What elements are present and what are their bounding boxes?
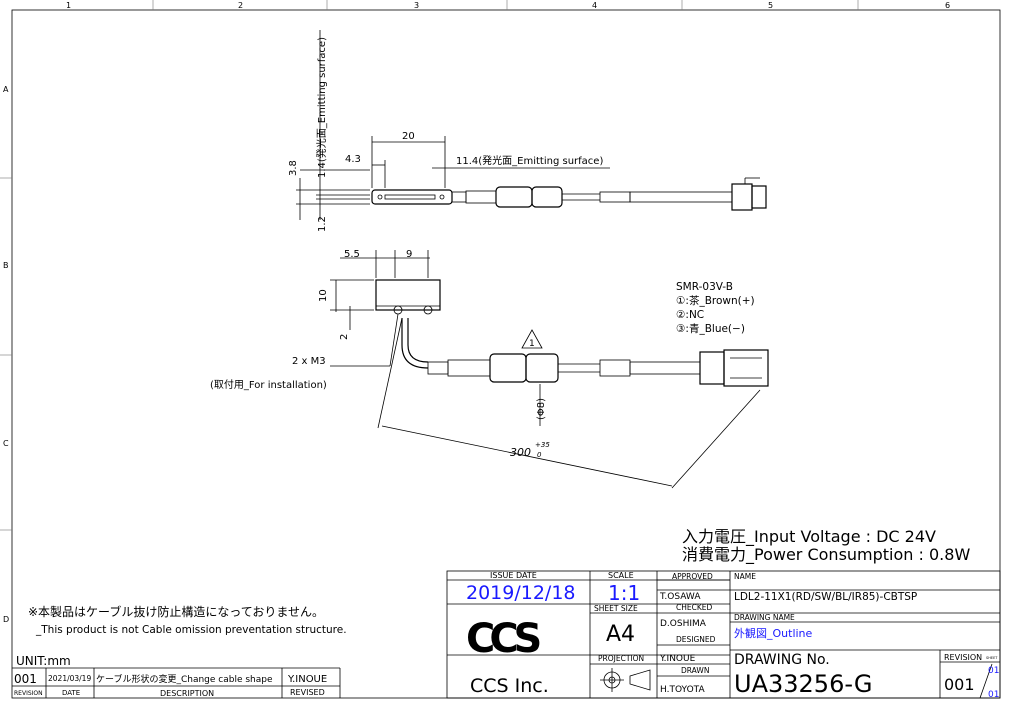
spec-voltage: 入力電圧_Input Voltage : DC 24V (682, 527, 936, 547)
row-label-a: A (3, 85, 9, 94)
company-name: CCS Inc. (470, 675, 549, 697)
note-en: _This product is not Cable omission prev… (35, 624, 347, 636)
drawn-label: DRAWN (681, 666, 709, 675)
dim-dia8: (Φ8) (536, 398, 547, 420)
checked-label: CHECKED (676, 603, 713, 612)
unit-label: UNIT:mm (16, 654, 71, 668)
sheet-small-label: SHEET (986, 656, 998, 660)
col-label-5: 5 (768, 1, 773, 10)
sheet-label: SHEET SIZE (594, 604, 638, 613)
drawing-name: 外観図_Outline (734, 626, 813, 640)
connector-side (731, 183, 753, 211)
name-label: NAME (734, 572, 756, 581)
sheet-total: 01 (988, 690, 999, 700)
drawn-name: H.TOYOTA (660, 685, 705, 695)
rev-head-rev: REVISION (14, 690, 43, 697)
scale-label: SCALE (608, 571, 634, 580)
dim-20: 20 (402, 131, 415, 142)
dim-5-5: 5.5 (344, 249, 360, 260)
rev-row-rev: 001 (14, 672, 37, 686)
col-label-4: 4 (592, 1, 597, 10)
tol-lower: 0 (537, 451, 542, 459)
dim-1-2: 1.2 (317, 216, 328, 232)
mount-hole-2 (423, 305, 433, 315)
note-jp: ※本製品はケーブル抜け防止構造になっておりません。 (28, 604, 324, 619)
checked-name: D.OSHIMA (660, 619, 707, 629)
col-label-3: 3 (414, 1, 419, 10)
dim-3-8: 3.8 (288, 160, 299, 176)
label-installation: (取付用_For installation) (210, 378, 327, 391)
ccs-logo: CCS (466, 616, 545, 662)
row-label-b: B (3, 261, 9, 270)
col-label-2: 2 (238, 1, 243, 10)
pin-1: ①:茶_Brown(+) (676, 294, 755, 307)
sheet-number: 01 (988, 666, 999, 676)
mount-block (375, 279, 441, 311)
product-name: LDL2-11X1(RD/SW/BL/IR85)-CBTSP (734, 591, 917, 603)
rev-head-date: DATE (62, 689, 80, 697)
dim-300: 300 (510, 446, 531, 459)
drawing-name-label: DRAWING NAME (734, 613, 795, 622)
dim-4-3: 4.3 (345, 154, 361, 165)
drawing-number: UA33256-G (734, 670, 872, 698)
dim-10: 10 (318, 289, 329, 302)
pin-3: ③:青_Blue(−) (676, 322, 745, 335)
col-label-1: 1 (66, 1, 71, 10)
title-block (446, 570, 1001, 699)
connector-front (699, 351, 725, 385)
revision-triangle (521, 329, 543, 349)
pin-2: ②:NC (676, 309, 704, 321)
sheet-size: A4 (606, 622, 635, 647)
label-m3: 2 x M3 (292, 356, 326, 367)
scale-value: 1:1 (608, 581, 640, 605)
dim-2: 2 (339, 334, 350, 340)
logo-text: CCS (466, 616, 539, 662)
approved-label: APPROVED (672, 572, 713, 581)
bushing-top (495, 186, 533, 208)
rev-row-by: Y.INOUE (287, 674, 327, 685)
bushing-bottom (489, 353, 527, 383)
rev-mark: 1 (529, 339, 535, 349)
connector-model: SMR-03V-B (676, 281, 733, 293)
rev-row-desc: ケーブル形状の変更_Change cable shape (96, 673, 273, 685)
revision-number: 001 (944, 675, 975, 694)
dim-11-4: 11.4(発光面_Emitting surface) (456, 154, 603, 167)
rev-row-date: 2021/03/19 (48, 674, 91, 683)
rev-head-by: REVISED (290, 688, 325, 697)
revision-label: REVISION (944, 653, 982, 662)
issue-label: ISSUE DATE (490, 571, 537, 580)
row-label-d: D (3, 615, 9, 624)
tol-upper: +35 (535, 441, 550, 449)
designed-label: DESIGNED (676, 635, 716, 644)
col-label-6: 6 (945, 1, 950, 10)
projection-label: PROJECTION (598, 654, 644, 663)
top-view (296, 30, 767, 220)
drawing-no-label: DRAWING No. (734, 652, 830, 668)
designed-name: Y.INOUE (659, 654, 696, 664)
column-markers (0, 0, 859, 531)
revision-table (12, 667, 341, 698)
dim-1-4: 1.4(発光面_Emitting surface) (315, 37, 328, 178)
dim-9: 9 (406, 249, 412, 260)
approved-name: T.OSAWA (659, 592, 701, 602)
row-label-c: C (3, 439, 9, 448)
issue-date: 2019/12/18 (466, 582, 576, 604)
spec-power: 消費電力_Power Consumption : 0.8W (682, 545, 970, 565)
rev-head-desc: DESCRIPTION (160, 689, 214, 698)
bottom-view (330, 250, 769, 489)
